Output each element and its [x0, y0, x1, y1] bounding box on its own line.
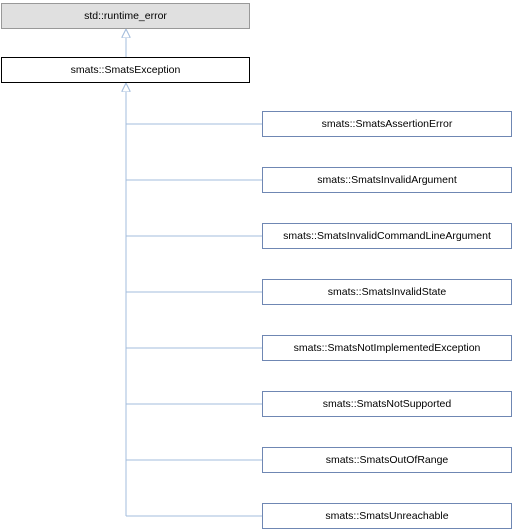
class-node-label: smats::SmatsAssertionError [321, 117, 453, 130]
class-node-label: smats::SmatsInvalidState [327, 285, 447, 298]
class-node-derived[interactable]: smats::SmatsNotImplementedException [262, 335, 512, 361]
class-node-label: smats::SmatsNotSupported [322, 397, 452, 410]
class-node-derived[interactable]: smats::SmatsInvalidArgument [262, 167, 512, 193]
class-node-label: smats::SmatsNotImplementedException [293, 341, 481, 354]
class-node-base: std::runtime_error [1, 3, 250, 29]
class-node-derived[interactable]: smats::SmatsInvalidCommandLineArgument [262, 223, 512, 249]
class-node-label: smats::SmatsOutOfRange [325, 453, 449, 466]
class-node-derived[interactable]: smats::SmatsOutOfRange [262, 447, 512, 473]
class-node-label: smats::SmatsInvalidArgument [317, 173, 457, 186]
class-node-label: std::runtime_error [84, 9, 167, 22]
class-node-selected: smats::SmatsException [1, 57, 250, 83]
class-node-label: smats::SmatsInvalidCommandLineArgument [283, 229, 491, 242]
class-node-derived[interactable]: smats::SmatsNotSupported [262, 391, 512, 417]
class-node-derived[interactable]: smats::SmatsInvalidState [262, 279, 512, 305]
class-node-label: smats::SmatsUnreachable [325, 509, 449, 522]
class-node-derived[interactable]: smats::SmatsUnreachable [262, 503, 512, 529]
class-node-derived[interactable]: smats::SmatsAssertionError [262, 111, 512, 137]
class-node-label: smats::SmatsException [70, 63, 181, 76]
